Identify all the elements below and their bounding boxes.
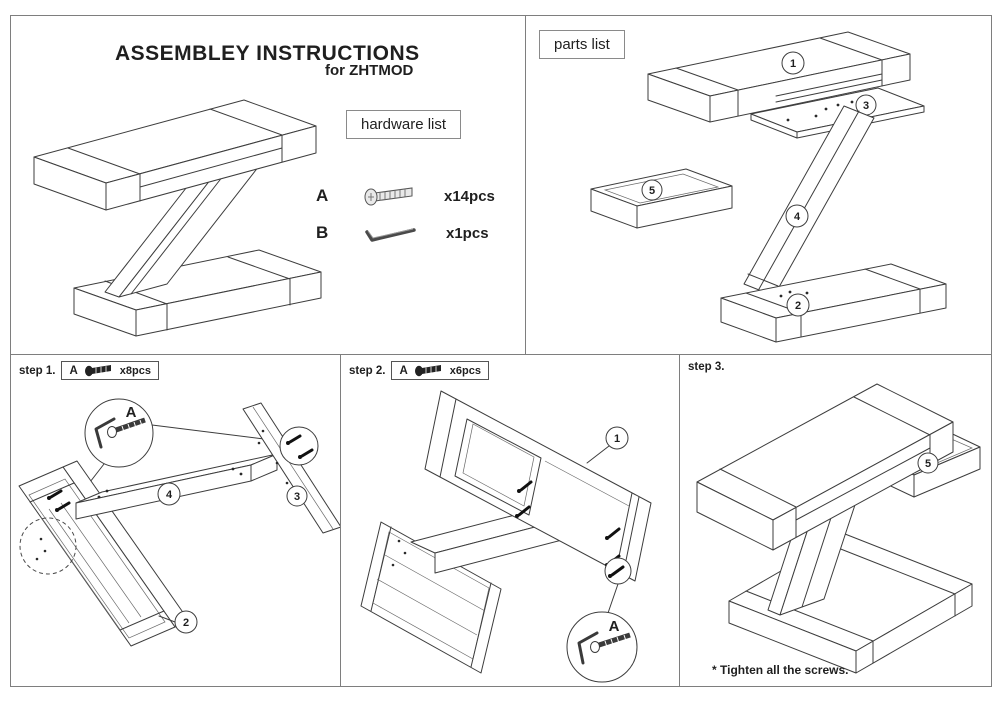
- assembled-table-drawing: [33, 99, 322, 337]
- step1-part-2-number: 2: [183, 617, 189, 629]
- step-2-hardware-qty: x6pcs: [449, 364, 481, 377]
- step2-detail-letter: A: [609, 618, 620, 635]
- step1-detail-ring: [19, 517, 77, 575]
- panel-overview: ASSEMBLEY INSTRUCTIONS for ZHTMOD: [11, 16, 526, 355]
- step-2-hardware-box: A x6pcs: [391, 361, 489, 380]
- step-3-label: step 3.: [688, 361, 725, 373]
- step-1-hardware-id: A: [69, 364, 78, 377]
- part-1-callout: [781, 51, 805, 75]
- step1-part-3-callout: [286, 485, 308, 507]
- step-2-header: step 2. A x6pcs: [349, 361, 489, 380]
- hardware-item-b: B x1pcs: [316, 218, 489, 248]
- part-1-number: 1: [790, 58, 796, 70]
- step3-diagram: 5: [696, 383, 981, 674]
- step2-part-1-number: 1: [614, 433, 620, 445]
- page-subtitle: for ZHTMOD: [325, 62, 414, 79]
- part-4-number: 4: [794, 211, 801, 223]
- panel-step-1: step 1. A x8pcs: [11, 355, 341, 686]
- hardware-list-label: hardware list: [346, 110, 462, 139]
- step-1-header: step 1. A x8pcs: [19, 361, 159, 380]
- hardware-id-b: B: [316, 223, 329, 242]
- screw-icon: [414, 365, 441, 377]
- hardware-id-a: A: [316, 186, 329, 205]
- tighten-screws-note: * Tighten all the screws.: [712, 663, 849, 677]
- hardware-item-a: A x14pcs: [316, 181, 495, 211]
- step2-base-shelf: [360, 521, 502, 674]
- allen-key-icon: [577, 631, 599, 665]
- screw-icon: [364, 187, 413, 206]
- step1-detail-callout: A: [84, 398, 154, 468]
- page-frame: ASSEMBLEY INSTRUCTIONS for ZHTMOD: [10, 15, 992, 687]
- allen-key-icon: [94, 417, 116, 449]
- step-1-hardware-box: A x8pcs: [61, 361, 159, 380]
- part-3-number: 3: [863, 100, 869, 112]
- step1-detail-letter: A: [126, 404, 137, 421]
- panel-step-3: step 3.: [680, 355, 991, 686]
- step2-detail-callout: A: [566, 611, 638, 683]
- page-title: ASSEMBLEY INSTRUCTIONS: [115, 42, 420, 66]
- part-2-number: 2: [795, 300, 801, 312]
- step-1-label: step 1.: [19, 364, 56, 377]
- part-2-bottom-shelf: [720, 263, 947, 343]
- part-4-callout: [785, 204, 809, 228]
- panel-step-2: step 2. A x6pcs: [341, 355, 680, 686]
- step1-diagram: 4 3 A: [18, 398, 340, 647]
- step1-part-4-number: 4: [166, 489, 173, 501]
- step3-top-shelf: [696, 383, 954, 551]
- parts-exploded-drawing: 1 3 4: [590, 31, 947, 343]
- screw-icon: [590, 632, 631, 653]
- step3-part-5-number: 5: [925, 458, 931, 470]
- assembled-bottom-shelf: [73, 249, 322, 337]
- part-5-drawer: [590, 168, 733, 229]
- screw-icon: [107, 417, 146, 438]
- step1-screws-ring: [279, 426, 319, 466]
- parts-list-label: parts list: [539, 30, 625, 59]
- step3-bottom-shelf: [728, 533, 973, 674]
- screw-icon: [84, 365, 111, 377]
- panel-parts-list: parts list 1 3: [526, 16, 991, 355]
- step3-part-5-callout: [917, 452, 939, 474]
- part-2-callout: [786, 293, 810, 317]
- part-5-number: 5: [649, 185, 655, 197]
- hardware-qty-a: x14pcs: [444, 187, 495, 205]
- hardware-qty-b: x1pcs: [446, 224, 489, 242]
- assembled-top-shelf: [33, 99, 317, 211]
- step-2-label: step 2.: [349, 364, 386, 377]
- part-3-plate: [750, 87, 925, 139]
- step-1-hardware-qty: x8pcs: [119, 364, 151, 377]
- step1-part-2-callout: [174, 610, 198, 634]
- step2-diagram: 1 A: [360, 390, 652, 683]
- allen-key-icon: [365, 228, 416, 242]
- step-3-header: step 3.: [688, 361, 724, 373]
- step-2-hardware-id: A: [399, 364, 408, 377]
- part-4-leg: [743, 105, 875, 297]
- step1-part-3-number: 3: [294, 491, 300, 503]
- part-1-top-shelf: [647, 31, 911, 123]
- step2-part-1-callout: [605, 426, 629, 450]
- step1-part-4-callout: [157, 482, 181, 506]
- part-5-callout: [641, 179, 663, 201]
